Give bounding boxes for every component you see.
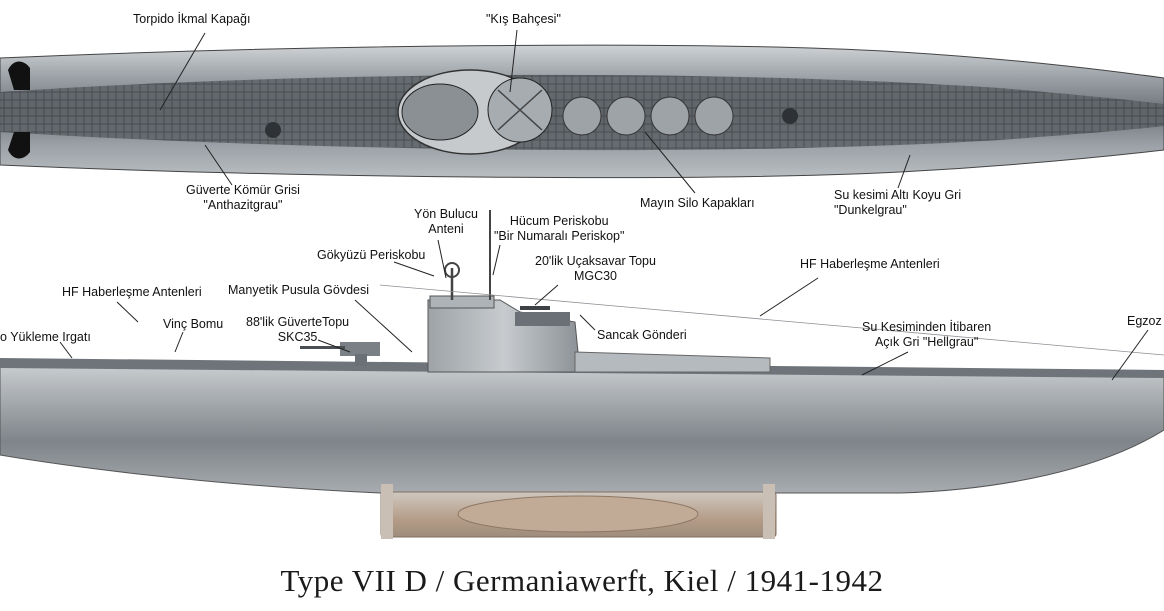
label-hf-antennas-left: HF Haberleşme Antenleri xyxy=(62,285,202,299)
torpedo-hatch-marker xyxy=(265,122,281,138)
label-flagstaff: Sancak Gönderi xyxy=(597,328,687,342)
label-mine-shafts: Mayın Silo Kapakları xyxy=(640,196,755,210)
label-sky-periscope: Gökyüzü Periskobu xyxy=(317,248,426,262)
bow-planes xyxy=(8,61,30,159)
leader-lines xyxy=(59,29,1149,381)
aft-hatch-marker xyxy=(782,108,798,124)
side-view-hull xyxy=(0,358,1164,494)
label-exhaust: Egzoz xyxy=(1127,314,1162,328)
aa-gun xyxy=(515,306,570,326)
mine-shaft-hatches xyxy=(562,96,734,136)
page-title: Type VII D / Germaniawerft, Kiel / 1941-… xyxy=(280,563,884,598)
label-loading-capstan: o Yükleme Irgatı xyxy=(0,330,91,344)
mounting-stand xyxy=(380,484,777,539)
label-crane-boom: Vinç Bomu xyxy=(163,317,224,331)
label-hf-antennas-right: HF Haberleşme Antenleri xyxy=(800,257,940,271)
conning-tower-top xyxy=(397,69,553,155)
label-attack-periscope: Hücum Periskobu"Bir Numaralı Periskop" xyxy=(494,214,625,243)
label-compass-housing: Manyetik Pusula Gövdesi xyxy=(228,283,370,297)
periscope-masts xyxy=(444,210,491,300)
hf-antenna-wire xyxy=(379,284,1164,356)
label-below-waterline: Su kesimi Altı Koyu Gri"Dunkelgrau" xyxy=(834,188,962,217)
label-winter-garden: "Kış Bahçesi" xyxy=(486,12,561,26)
label-torpedo-hatch: Torpido İkmal Kapağı xyxy=(133,12,251,26)
label-deck-color: Güverte Kömür Grisi"Anthazitgrau" xyxy=(186,183,300,212)
deck-gun xyxy=(300,342,380,366)
